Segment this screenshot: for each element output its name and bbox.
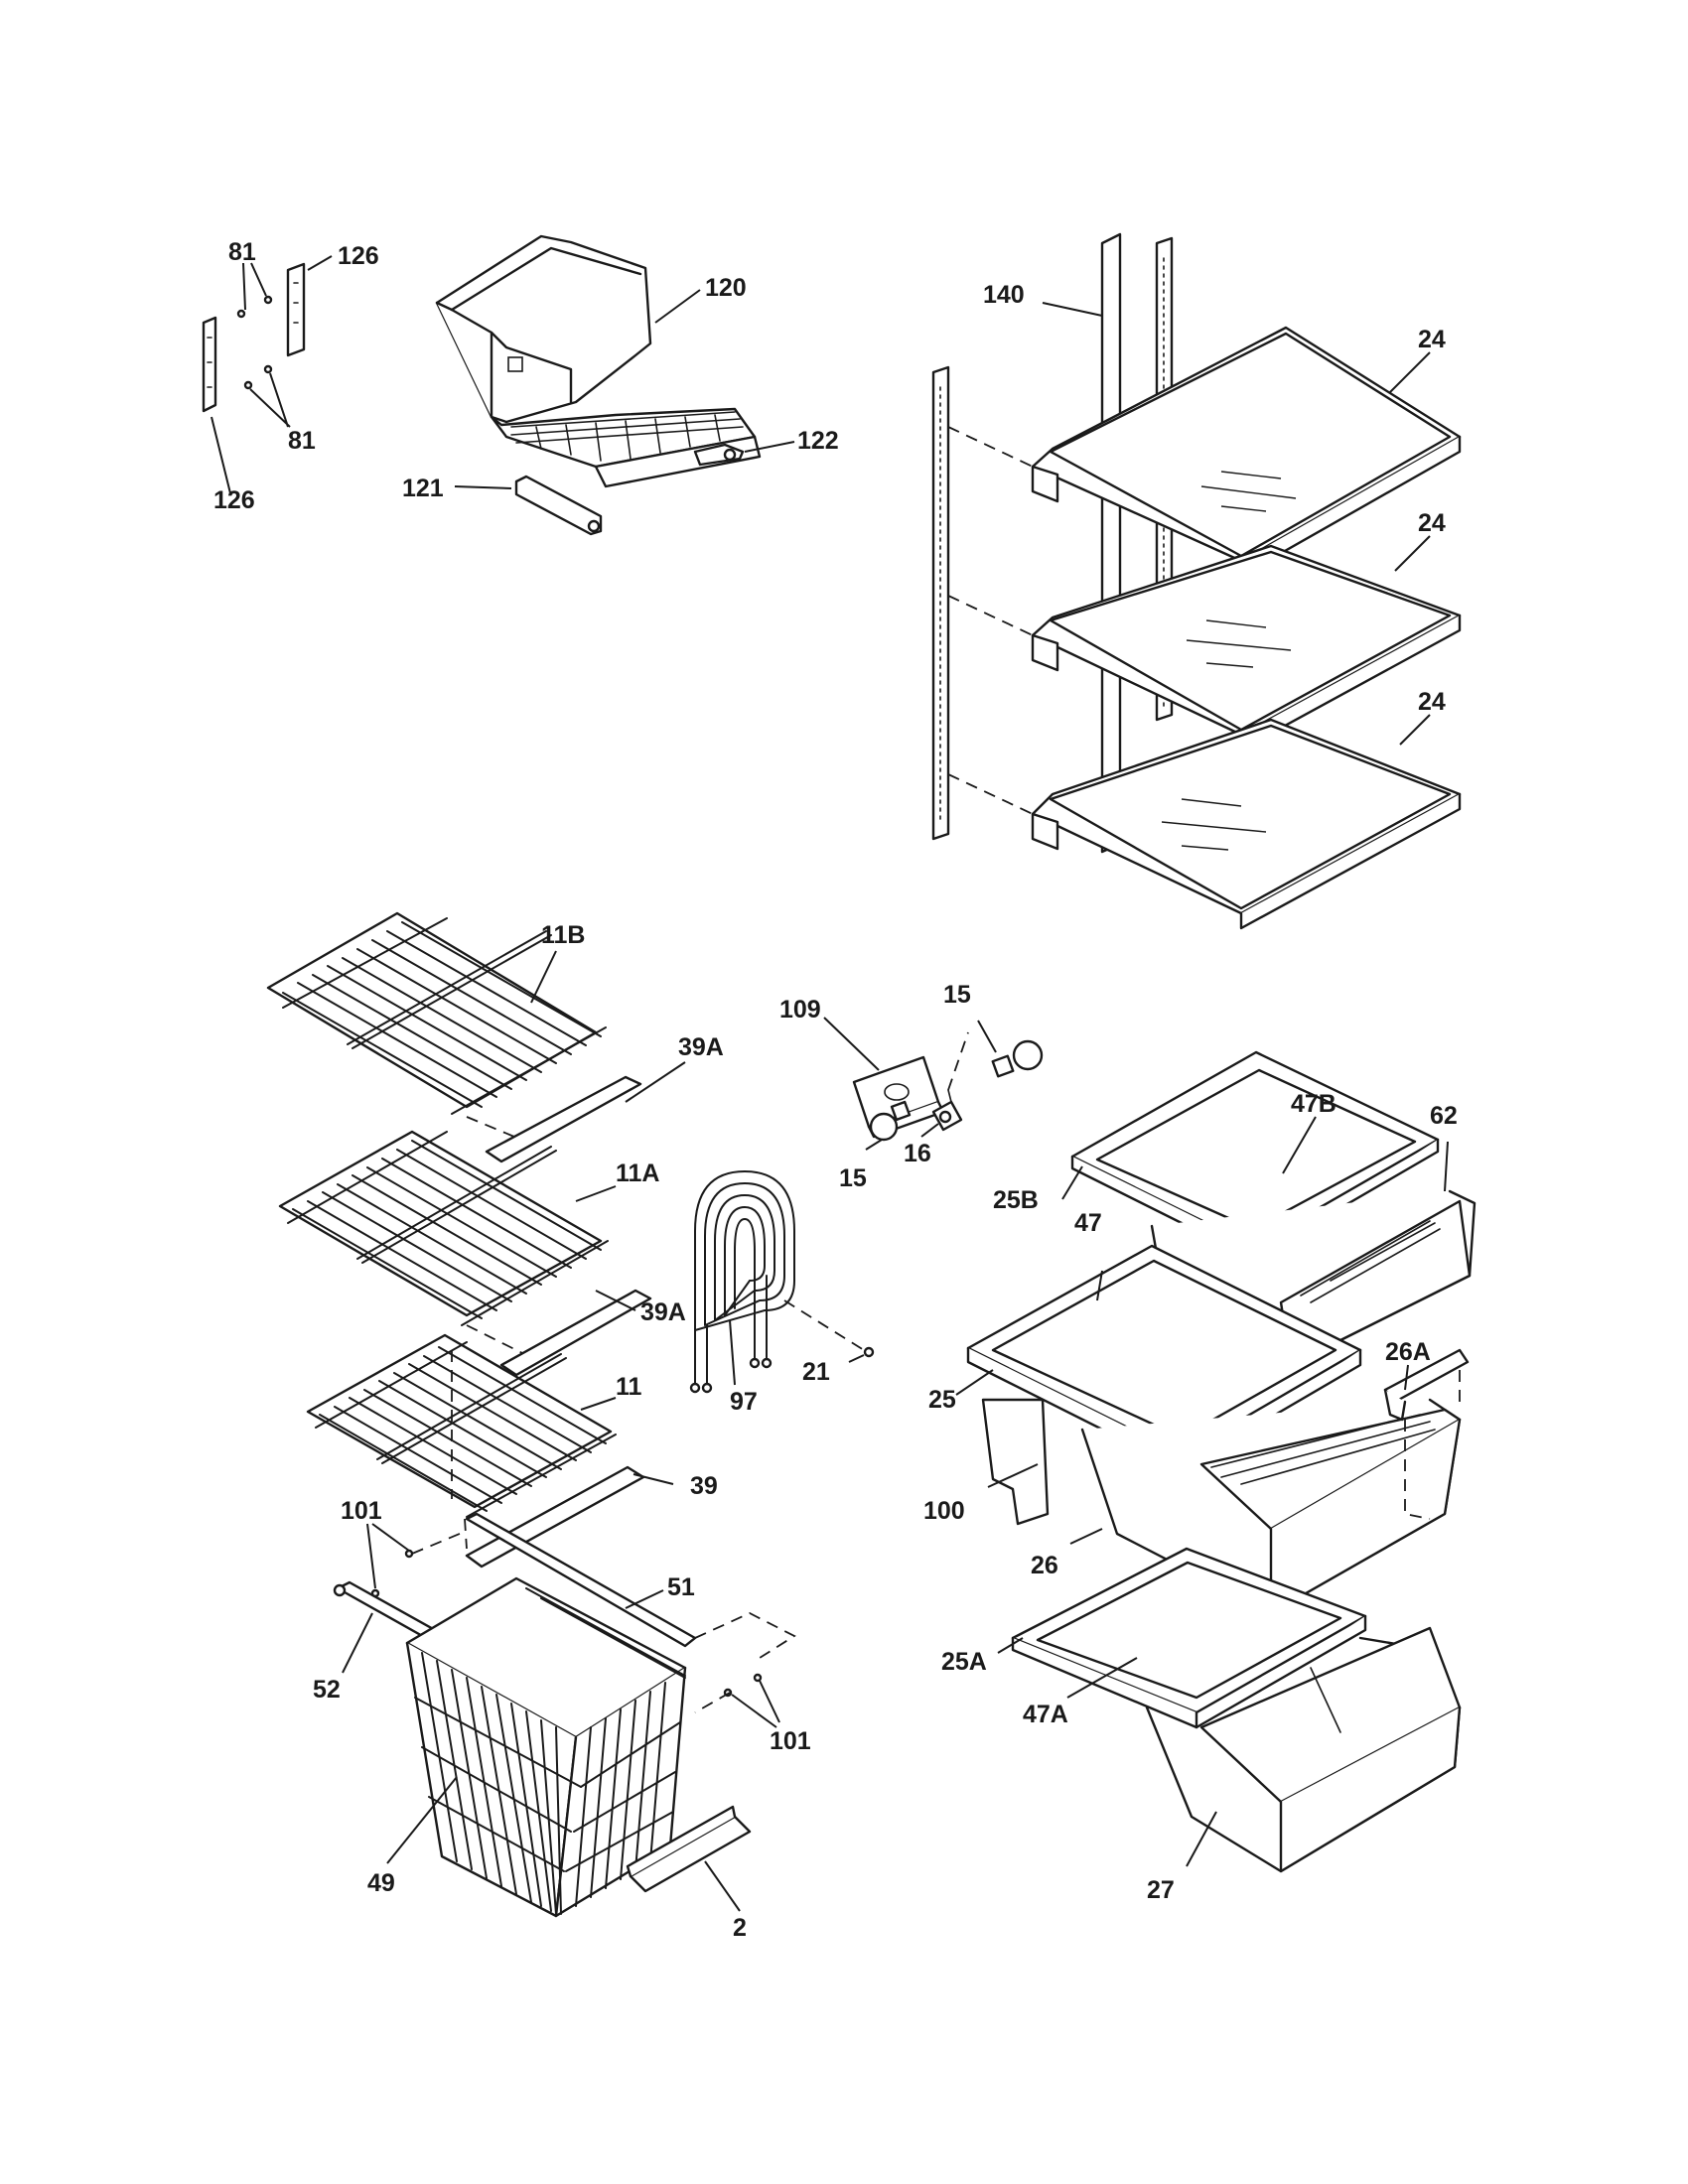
shelf-ladder-140[interactable]	[931, 232, 1174, 854]
callout-97: 97	[730, 1388, 758, 1416]
callout-47b: 47B	[1291, 1090, 1336, 1118]
wire-shelf-11[interactable]	[306, 1333, 617, 1518]
callout-47a: 47A	[1023, 1701, 1068, 1728]
callout-62: 62	[1430, 1102, 1458, 1130]
callout-49: 49	[367, 1869, 395, 1897]
shelf-cover-39a-lower[interactable]	[499, 1289, 652, 1377]
callout-24-bottom: 24	[1418, 688, 1446, 716]
callout-24-top: 24	[1418, 326, 1446, 353]
screw-21[interactable]	[863, 1346, 875, 1358]
callout-51: 51	[667, 1573, 695, 1601]
callout-16: 16	[904, 1140, 931, 1167]
bracket-126-upper[interactable]	[286, 262, 306, 357]
basket-cover-2[interactable]	[626, 1805, 752, 1893]
callout-81-top: 81	[228, 238, 256, 266]
callout-109: 109	[779, 996, 821, 1024]
callout-24-middle: 24	[1418, 509, 1446, 537]
callout-26: 26	[1031, 1552, 1058, 1579]
glass-shelf-24-middle[interactable]	[1031, 544, 1462, 751]
callout-39a-upper: 39A	[678, 1033, 724, 1061]
bulb-15-lower[interactable]	[869, 1100, 912, 1142]
callout-101-top: 101	[341, 1497, 382, 1525]
callout-2: 2	[733, 1914, 747, 1942]
screws-81[interactable]	[236, 295, 273, 390]
callout-101-bottom: 101	[770, 1727, 811, 1755]
callout-15-lower: 15	[839, 1164, 867, 1192]
ice-bin-120[interactable]	[435, 234, 762, 488]
callout-15-upper: 15	[943, 981, 971, 1009]
support-121[interactable]	[514, 475, 603, 536]
bulb-15-upper[interactable]	[991, 1039, 1044, 1078]
callout-126-bottom: 126	[213, 486, 255, 514]
callout-47: 47	[1074, 1209, 1102, 1237]
callout-120: 120	[705, 274, 747, 302]
callout-122: 122	[797, 427, 839, 455]
ladder-slots	[939, 257, 1165, 825]
freezer-basket-49[interactable]	[405, 1576, 687, 1918]
callout-11: 11	[616, 1373, 642, 1401]
heater-coil-97[interactable]	[689, 1169, 795, 1394]
callout-100: 100	[923, 1497, 965, 1525]
glass-shelf-24-bottom[interactable]	[1031, 718, 1462, 930]
callout-21: 21	[802, 1358, 830, 1386]
callout-25b: 25B	[993, 1186, 1039, 1214]
glass-shelf-24-top[interactable]	[1031, 326, 1462, 578]
pan-cover-25a[interactable]	[1011, 1547, 1367, 1729]
shelf-cover-39a-upper[interactable]	[485, 1075, 642, 1163]
wire-shelf-11a[interactable]	[278, 1130, 609, 1326]
wire-shelf-11b[interactable]	[266, 911, 607, 1115]
callout-26a: 26A	[1385, 1338, 1431, 1366]
divider-100[interactable]	[981, 1398, 1050, 1526]
callout-11b: 11B	[541, 921, 585, 949]
light-shield-109[interactable]	[852, 1055, 945, 1139]
socket-16[interactable]	[931, 1089, 963, 1132]
callout-39: 39	[690, 1472, 718, 1500]
screws-101[interactable]	[370, 1549, 763, 1698]
callout-11a: 11A	[616, 1160, 659, 1187]
bracket-126-lower[interactable]	[202, 316, 217, 413]
callout-25a: 25A	[941, 1648, 987, 1676]
callout-121: 121	[402, 475, 444, 502]
support-122[interactable]	[693, 443, 745, 467]
callout-126-top: 126	[338, 242, 379, 270]
callout-25: 25	[928, 1386, 956, 1414]
callout-81-bottom: 81	[288, 427, 316, 455]
callout-39a-lower: 39A	[640, 1298, 686, 1326]
callout-27: 27	[1147, 1876, 1175, 1904]
callout-140: 140	[983, 281, 1025, 309]
callout-52: 52	[313, 1676, 341, 1704]
